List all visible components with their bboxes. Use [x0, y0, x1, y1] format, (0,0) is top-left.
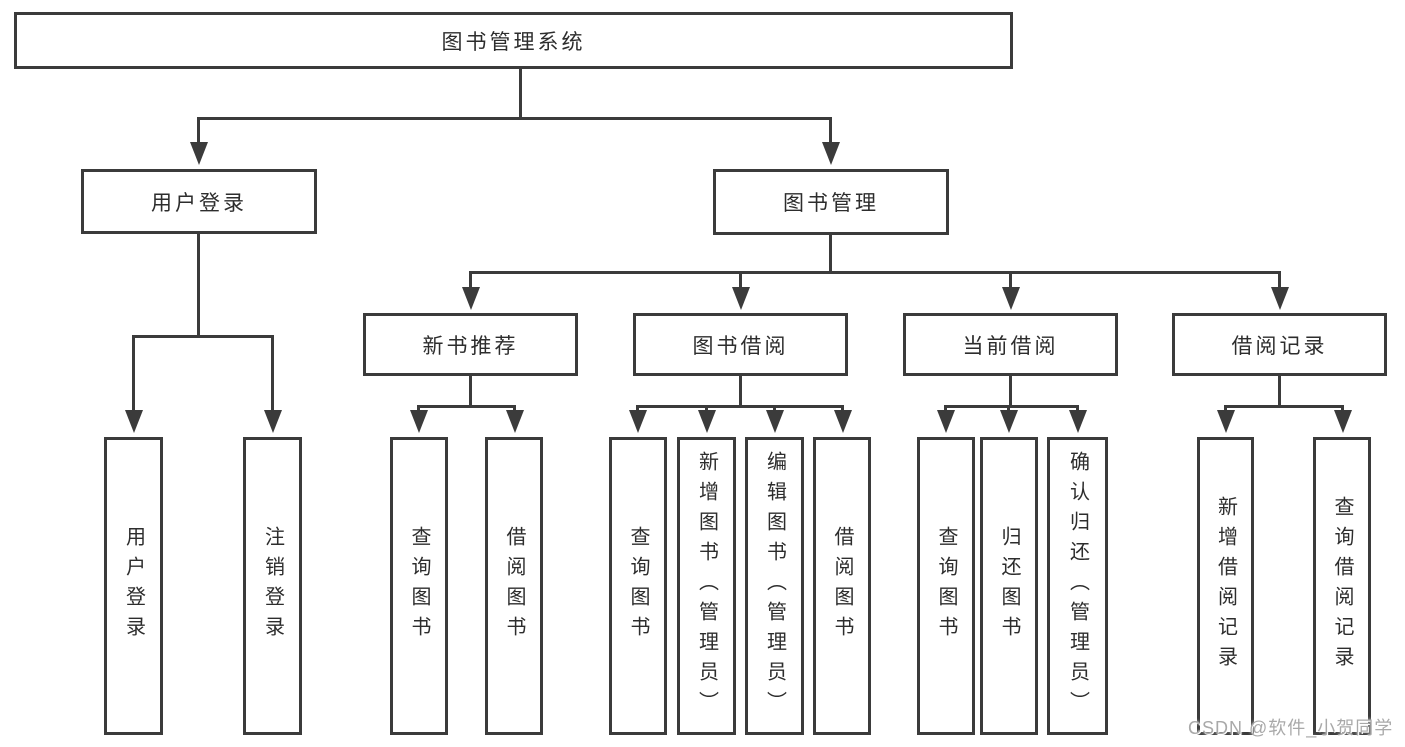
arrowhead-down-icon	[822, 142, 840, 165]
arrow-stem	[132, 335, 135, 415]
arrowhead-down-icon	[698, 410, 716, 433]
arrowhead-down-icon	[1000, 410, 1018, 433]
rail-records-children	[1224, 405, 1344, 408]
leaf-borrow-books-recommend: 借阅图书	[485, 437, 543, 735]
node-root: 图书管理系统	[14, 12, 1013, 69]
arrowhead-down-icon	[1271, 287, 1289, 310]
node-book-borrowing: 图书借阅	[633, 313, 848, 376]
leaf-confirm-return-admin: 确认归还（管理员）	[1047, 437, 1108, 735]
rail-user-login-children	[132, 335, 274, 338]
arrowhead-down-icon	[732, 287, 750, 310]
arrowhead-down-icon	[506, 410, 524, 433]
arrowhead-down-icon	[264, 410, 282, 433]
connector-new-book-stem	[469, 376, 472, 408]
arrowhead-down-icon	[410, 410, 428, 433]
arrow-stem	[1278, 271, 1281, 293]
arrowhead-down-icon	[1334, 410, 1352, 433]
connector-records-stem	[1278, 376, 1281, 408]
node-current-borrowing: 当前借阅	[903, 313, 1118, 376]
arrowhead-down-icon	[1069, 410, 1087, 433]
arrowhead-down-icon	[1002, 287, 1020, 310]
leaf-query-books-borrowing: 查询图书	[609, 437, 667, 735]
connector-current-borrow-stem	[1009, 376, 1012, 408]
leaf-query-books-recommend: 查询图书	[390, 437, 448, 735]
rail-level2	[197, 117, 832, 120]
leaf-logout: 注销登录	[243, 437, 302, 735]
csdn-watermark: CSDN @软件_小贺同学	[1188, 718, 1394, 738]
leaf-borrow-books-borrowing: 借阅图书	[813, 437, 871, 735]
arrowhead-down-icon	[462, 287, 480, 310]
arrowhead-down-icon	[834, 410, 852, 433]
arrowhead-down-icon	[937, 410, 955, 433]
node-book-management: 图书管理	[713, 169, 949, 235]
arrow-stem	[739, 271, 742, 293]
node-new-book-recommendation: 新书推荐	[363, 313, 578, 376]
node-user-login: 用户登录	[81, 169, 317, 234]
leaf-query-books-current: 查询图书	[917, 437, 975, 735]
leaf-return-books: 归还图书	[980, 437, 1038, 735]
node-borrowing-records: 借阅记录	[1172, 313, 1387, 376]
leaf-user-login: 用户登录	[104, 437, 163, 735]
leaf-query-borrow-record: 查询借阅记录	[1313, 437, 1371, 735]
connector-book-borrow-stem	[739, 376, 742, 408]
arrow-stem	[469, 271, 472, 293]
connector-user-login-stem	[197, 233, 200, 337]
leaf-add-books-admin: 新增图书（管理员）	[677, 437, 736, 735]
arrow-stem	[1009, 271, 1012, 293]
rail-book-mgmt-children	[469, 271, 1281, 274]
arrow-stem	[197, 117, 200, 147]
rail-current-borrow-children	[944, 405, 1079, 408]
arrowhead-down-icon	[766, 410, 784, 433]
arrowhead-down-icon	[629, 410, 647, 433]
arrow-stem	[829, 117, 832, 147]
rail-book-borrow-children	[636, 405, 844, 408]
connector-book-mgmt-stem	[829, 234, 832, 274]
rail-new-book-children	[417, 405, 516, 408]
arrowhead-down-icon	[190, 142, 208, 165]
arrowhead-down-icon	[1217, 410, 1235, 433]
leaf-edit-books-admin: 编辑图书（管理员）	[745, 437, 804, 735]
arrowhead-down-icon	[125, 410, 143, 433]
leaf-add-borrow-record: 新增借阅记录	[1197, 437, 1254, 735]
connector-root-stem	[519, 69, 522, 120]
arrow-stem	[271, 335, 274, 415]
